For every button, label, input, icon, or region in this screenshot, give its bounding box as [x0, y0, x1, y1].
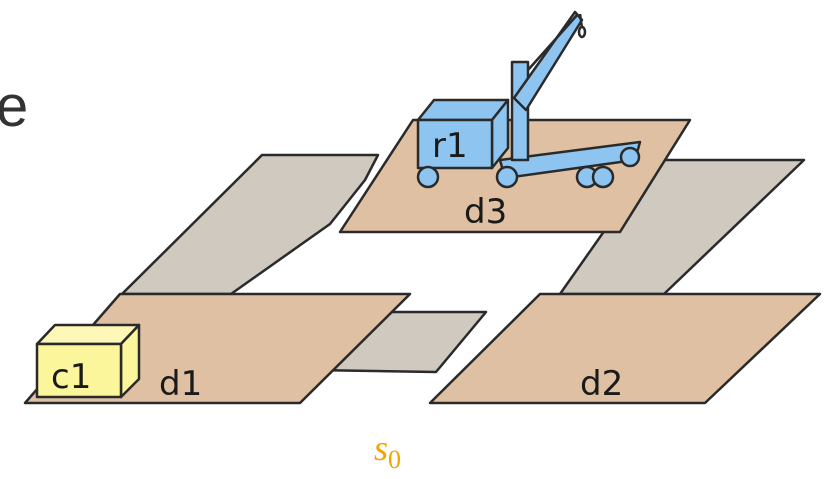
dock-label-d3: d3	[464, 192, 507, 232]
robot-label: r1	[432, 126, 468, 166]
cut-off-slide-text: e	[0, 74, 29, 139]
robot-r1	[416, 10, 642, 189]
state-label: s0	[374, 430, 401, 473]
wheel	[591, 165, 615, 189]
road-d1-d3	[120, 153, 380, 296]
state-symbol: s	[374, 428, 389, 468]
dock-d2	[428, 292, 822, 405]
dock-label-d1: d1	[159, 364, 202, 404]
crane-hook	[577, 25, 587, 39]
robot-cab-front	[416, 118, 494, 170]
crane-hook-line	[578, 13, 584, 29]
wheel	[416, 165, 440, 189]
container-label: c1	[51, 357, 91, 397]
container-front	[35, 342, 123, 399]
crane-cable	[527, 13, 579, 71]
dock-label-d2: d2	[580, 364, 623, 404]
state-subscript: 0	[388, 445, 402, 475]
container-c1	[35, 323, 141, 399]
wheel	[495, 165, 519, 189]
wheel	[619, 146, 641, 168]
